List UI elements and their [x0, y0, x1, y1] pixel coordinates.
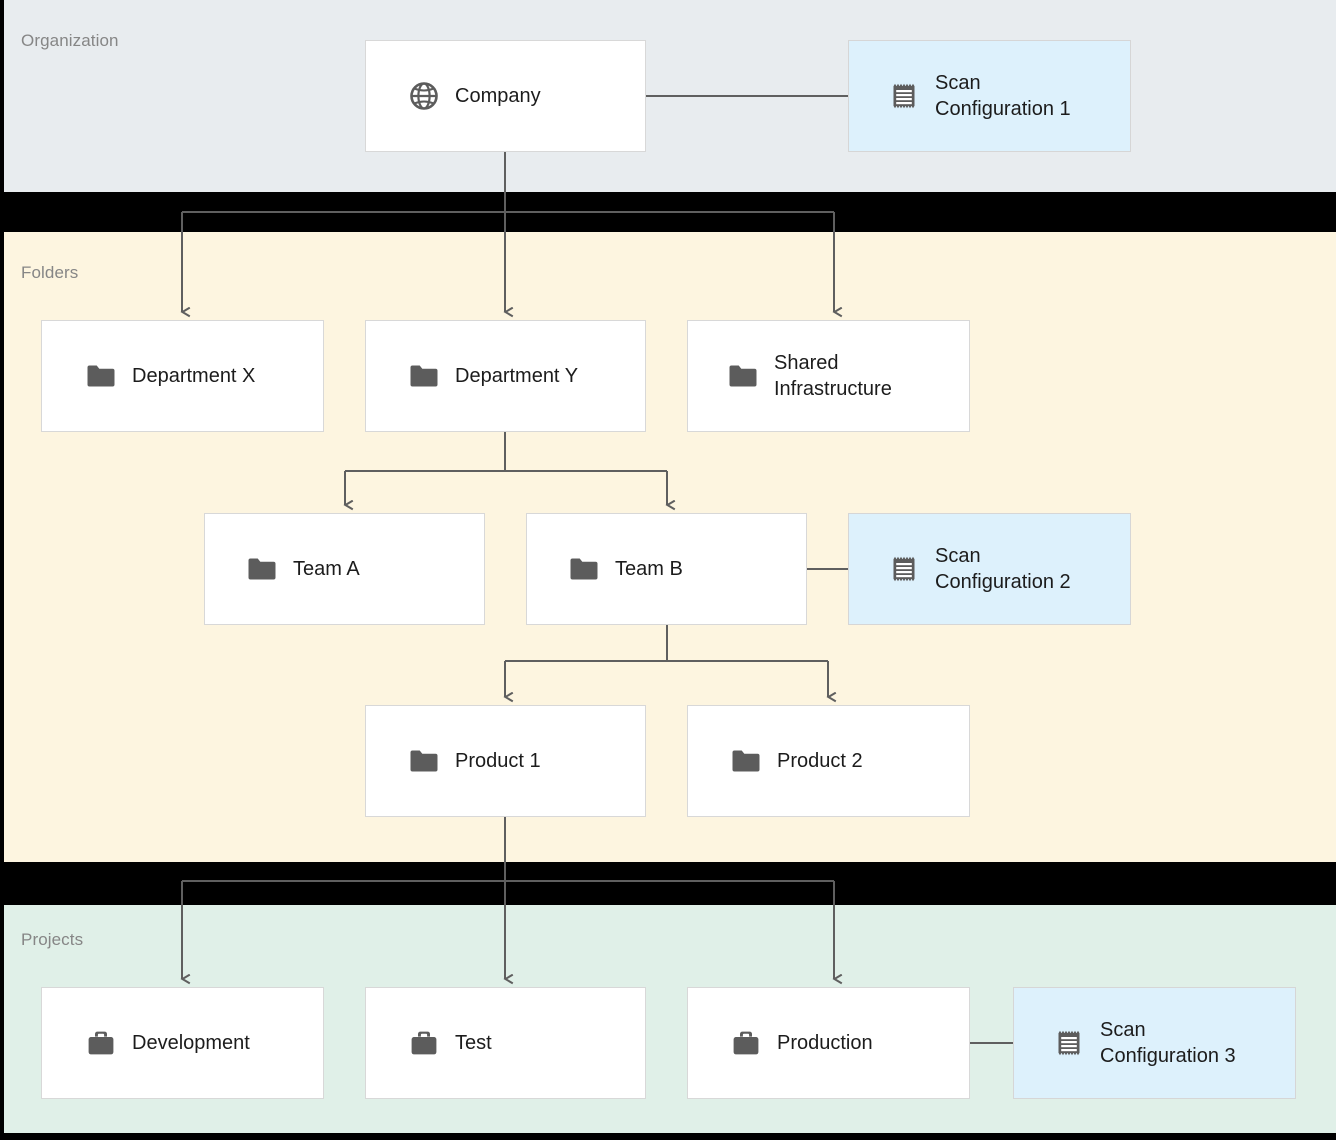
node-scan-2[interactable]: Scan Configuration 2 [848, 513, 1131, 625]
node-scan-3[interactable]: Scan Configuration 3 [1013, 987, 1296, 1099]
briefcase-icon [84, 1026, 118, 1060]
node-production[interactable]: Production [687, 987, 970, 1099]
node-label: Team B [615, 557, 683, 580]
node-label: Scan Configuration 3 [1100, 1018, 1236, 1067]
band-label-organization: Organization [21, 31, 119, 50]
node-content: Product 2 [729, 744, 863, 778]
node-content: Test [407, 1026, 492, 1060]
node-shared-infrastructure[interactable]: Shared Infrastructure [687, 320, 970, 432]
node-label: Scan Configuration 1 [935, 71, 1071, 120]
node-label: Company [455, 84, 541, 107]
folder-icon [729, 744, 763, 778]
node-content: Department Y [407, 359, 578, 393]
node-content: Team A [245, 552, 360, 586]
folder-icon [245, 552, 279, 586]
node-label: Test [455, 1031, 492, 1054]
node-product-1[interactable]: Product 1 [365, 705, 646, 817]
band-organization [4, 0, 1336, 192]
node-content: Development [84, 1026, 250, 1060]
band-label-folders: Folders [21, 263, 79, 282]
node-label: Scan Configuration 2 [935, 544, 1071, 593]
node-test[interactable]: Test [365, 987, 646, 1099]
node-product-2[interactable]: Product 2 [687, 705, 970, 817]
node-label: Product 2 [777, 749, 863, 772]
node-content: Company [407, 79, 541, 113]
node-development[interactable]: Development [41, 987, 324, 1099]
node-label: Department Y [455, 364, 579, 387]
node-label: Product 1 [455, 749, 541, 772]
node-content: Team B [567, 552, 683, 586]
folder-icon [726, 359, 760, 393]
node-content: Scan Configuration 3 [1052, 1017, 1236, 1070]
briefcase-icon [729, 1026, 763, 1060]
node-content: Shared Infrastructure [726, 350, 892, 403]
node-label: Shared Infrastructure [774, 351, 892, 400]
node-label: Development [132, 1031, 250, 1054]
receipt-icon [887, 79, 921, 113]
node-content: Production [729, 1026, 873, 1060]
node-label: Department X [132, 364, 256, 387]
node-label: Production [777, 1031, 873, 1054]
node-team-a[interactable]: Team A [204, 513, 485, 625]
band-label-projects: Projects [21, 930, 84, 949]
folder-icon [407, 359, 441, 393]
node-label: Team A [293, 557, 360, 580]
receipt-icon [887, 552, 921, 586]
node-content: Scan Configuration 1 [887, 70, 1071, 123]
globe-icon [407, 79, 441, 113]
node-department-x[interactable]: Department X [41, 320, 324, 432]
folder-icon [84, 359, 118, 393]
folder-icon [567, 552, 601, 586]
briefcase-icon [407, 1026, 441, 1060]
node-company[interactable]: Company [365, 40, 646, 152]
receipt-icon [1052, 1026, 1086, 1060]
node-content: Department X [84, 359, 255, 393]
node-scan-1[interactable]: Scan Configuration 1 [848, 40, 1131, 152]
node-department-y[interactable]: Department Y [365, 320, 646, 432]
node-team-b[interactable]: Team B [526, 513, 807, 625]
node-content: Scan Configuration 2 [887, 543, 1071, 596]
node-content: Product 1 [407, 744, 541, 778]
folder-icon [407, 744, 441, 778]
